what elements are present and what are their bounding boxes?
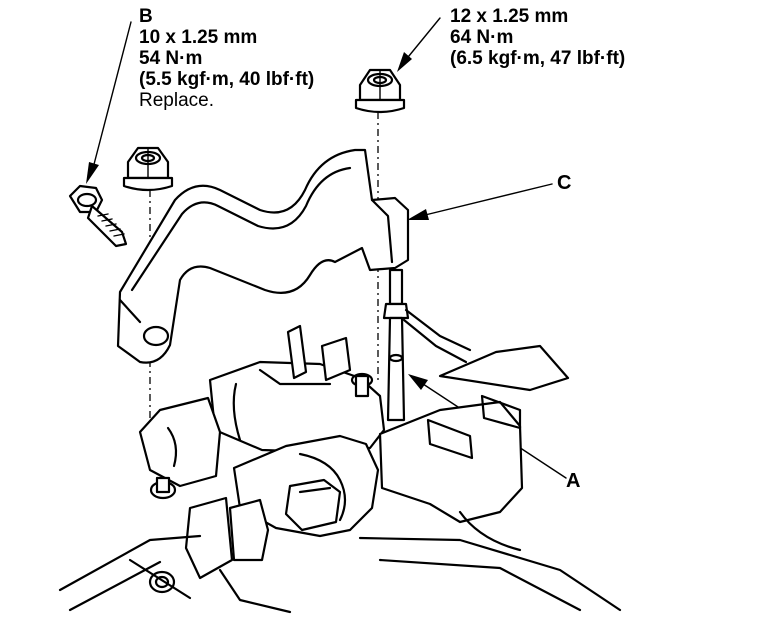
tube-a (382, 268, 472, 422)
bolt-b (68, 184, 128, 248)
engine-mount (138, 324, 386, 500)
callout-nut-torque-alt: (6.5 kgf·m, 47 lbf·ft) (450, 48, 626, 69)
mount-clamp (184, 434, 380, 580)
lower-frame (58, 534, 622, 614)
callout-b-torque: 54 N·m (139, 48, 203, 69)
bracket-c (116, 148, 410, 364)
callout-nut-torque: 64 N·m (450, 27, 514, 48)
label-a: A (566, 470, 581, 492)
label-c: C (557, 172, 572, 194)
callout-b-torque-alt: (5.5 kgf·m, 40 lbf·ft) (139, 69, 315, 90)
callout-b-note: Replace. (139, 90, 214, 111)
leader-arrows (86, 17, 567, 479)
callout-nut: 12 x 1.25 mm 64 N·m (6.5 kgf·m, 47 lbf·f… (450, 6, 625, 69)
callout-b-letter: B (139, 6, 153, 27)
callout-b-size: 10 x 1.25 mm (139, 27, 258, 48)
transmission-housing (378, 344, 570, 552)
flange-nut-top (354, 68, 406, 114)
callout-nut-size: 12 x 1.25 mm (450, 6, 569, 27)
callout-bolt-b: B 10 x 1.25 mm 54 N·m (5.5 kgf·m, 40 lbf… (139, 6, 314, 111)
flange-nut-left (122, 146, 174, 192)
